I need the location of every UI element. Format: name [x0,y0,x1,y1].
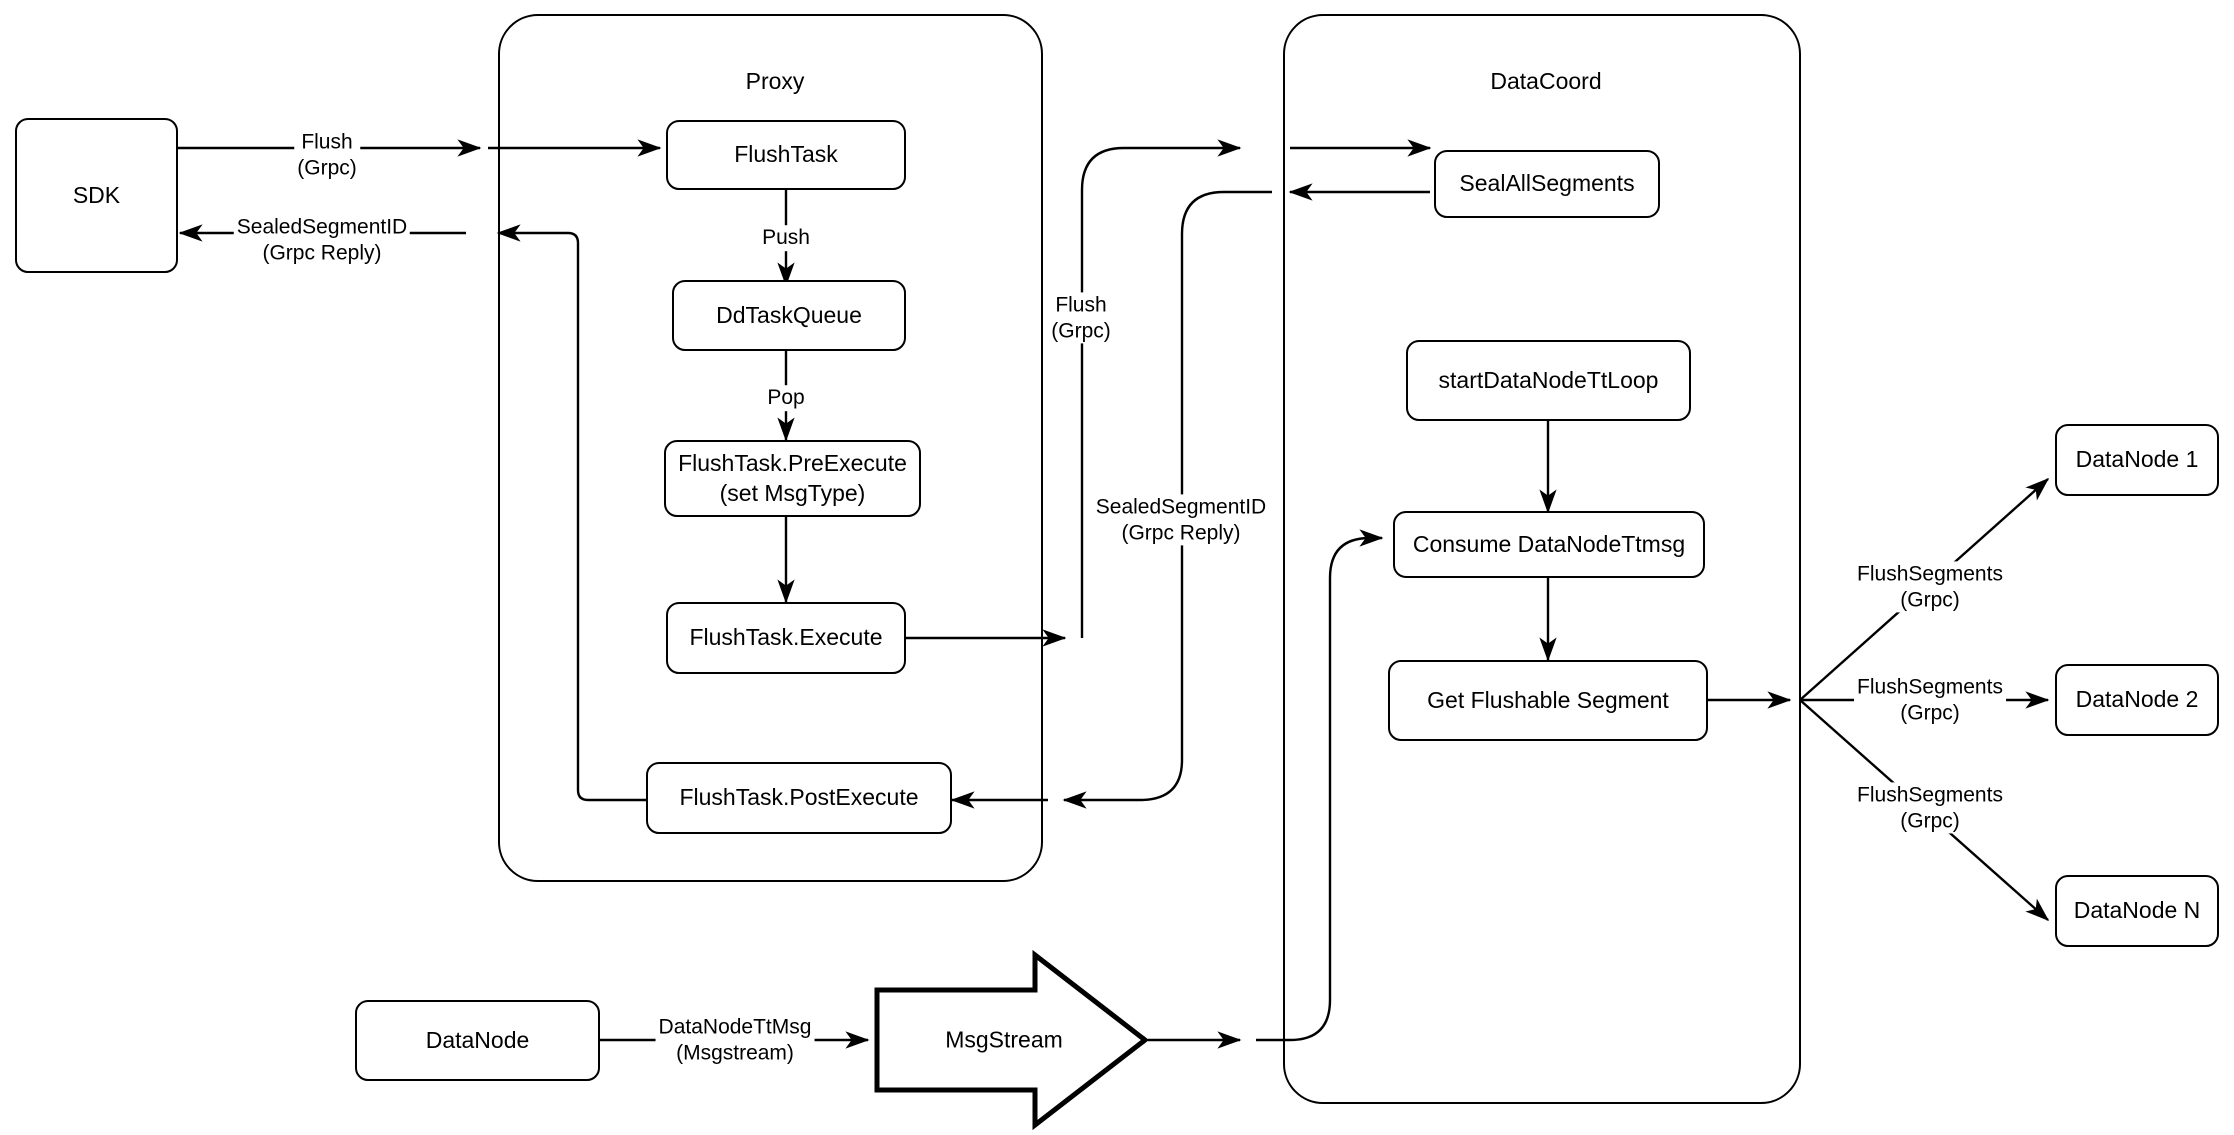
label-datacoord-to-proxy: SealedSegmentID (Grpc Reply) [1092,494,1270,546]
node-flush-task-pre-execute[interactable]: FlushTask.PreExecute (set MsgType) [664,440,921,517]
node-consume-datanode-ttmsg[interactable]: Consume DataNodeTtmsg [1393,511,1705,578]
container-datacoord-title: DataCoord [1490,68,1602,94]
node-datanode-n[interactable]: DataNode N [2055,875,2219,947]
node-flush-task-post-execute[interactable]: FlushTask.PostExecute [646,762,952,834]
msgstream-block-arrow [874,949,1150,1131]
label-proxy-to-datacoord: Flush (Grpc) [1048,292,1114,344]
label-flush-segments-n: FlushSegments (Grpc) [1854,782,2006,834]
container-proxy [498,14,1043,882]
edge-execute-to-sealallsegments [906,139,1432,647]
node-datanode-1[interactable]: DataNode 1 [2055,424,2219,496]
label-push: Push [759,225,813,251]
node-start-datanode-tt-loop[interactable]: startDataNodeTtLoop [1406,340,1691,421]
label-datanode-to-msgstream: DataNodeTtMsg (Msgstream) [655,1014,815,1066]
edge-msgstream-to-consume [1148,529,1384,1049]
label-pop: Pop [764,385,808,411]
node-flush-task[interactable]: FlushTask [666,120,906,190]
node-get-flushable-segment[interactable]: Get Flushable Segment [1388,660,1708,741]
node-seal-all-segments[interactable]: SealAllSegments [1434,150,1660,218]
node-sdk[interactable]: SDK [15,118,178,273]
label-flush-segments-1: FlushSegments (Grpc) [1854,561,2006,613]
node-datanode-bottom[interactable]: DataNode [355,1000,600,1081]
node-flush-task-execute[interactable]: FlushTask.Execute [666,602,906,674]
label-flush-segments-2: FlushSegments (Grpc) [1854,674,2006,726]
node-dd-task-queue[interactable]: DdTaskQueue [672,280,906,351]
label-sdk-to-proxy: Flush (Grpc) [294,129,360,181]
container-proxy-title: Proxy [745,68,805,94]
container-datacoord [1283,14,1801,1104]
label-proxy-to-sdk: SealedSegmentID (Grpc Reply) [233,214,411,266]
node-datanode-2[interactable]: DataNode 2 [2055,664,2219,736]
node-msgstream-label: MsgStream [945,1026,1063,1053]
